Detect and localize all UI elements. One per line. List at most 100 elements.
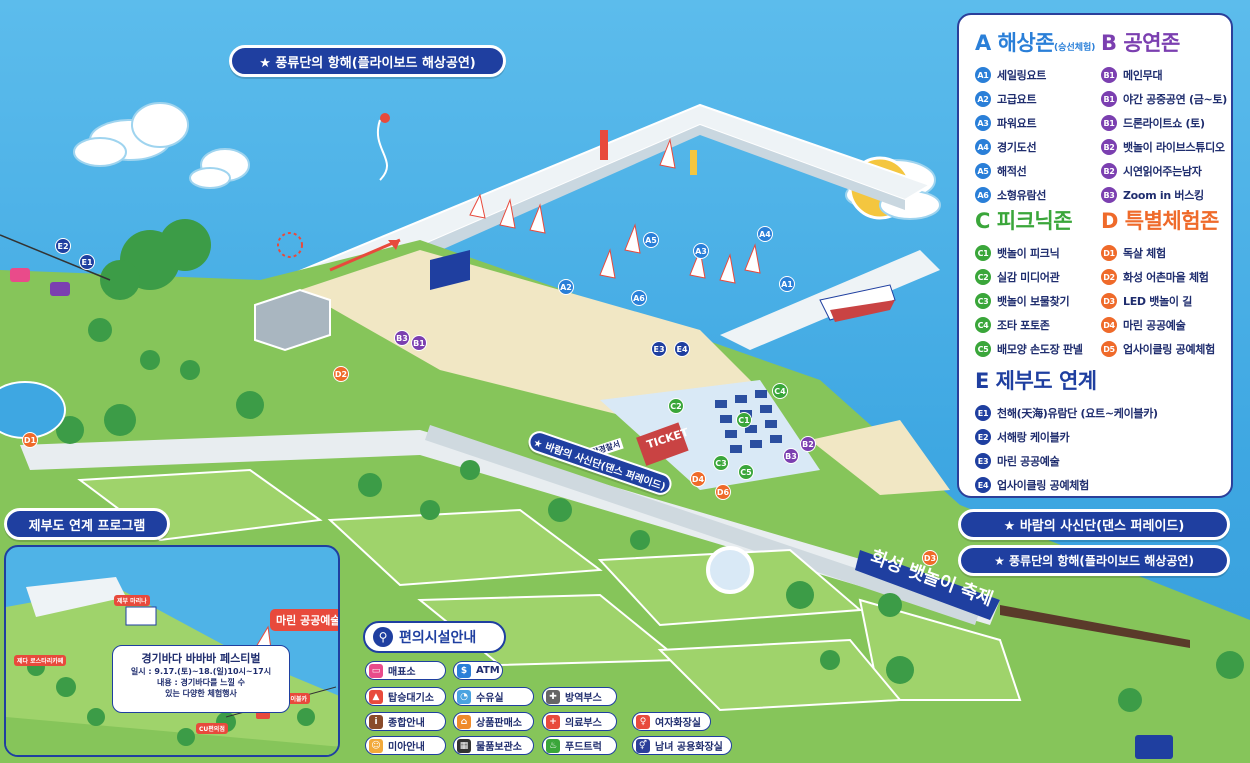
inset-event-date: 일시 : 9.17.(토)~18.(일)10시~17시 [130,667,272,676]
cable-car-tag: 케이블카 [282,693,311,704]
map-badge-D1: D1 [22,432,38,448]
map-badge-D4: D4 [690,471,706,487]
jebudo-inset-map: 제부 마리나 마린 공공예술 제다 로스타리카페 CU편의점 케이블카 경기바다… [4,545,340,757]
map-badge-A1: A1 [779,276,795,292]
rosterica-cafe-tag: 제다 로스타리카페 [14,655,67,666]
inset-event-desc1: 내용 : 경기바다를 느낄 수 [157,678,245,687]
facility-quarantine: ✚방역부스 [542,687,617,706]
map-badge-C4: C4 [772,383,788,399]
facility-medical: +의료부스 [542,712,617,731]
facility-atm: $ATM [453,661,503,680]
promenade-road [20,430,1000,625]
facility-nursing: ◔수유실 [453,687,534,706]
facilities-title: ⚲ 편의시설안내 [363,621,506,653]
cable-car [10,268,30,282]
jebu-marina-tag: 제부 마리나 [114,595,150,606]
boarding-icon: ▲ [369,689,383,704]
bus [1135,735,1173,759]
trees [56,219,1244,712]
facility-locker: ▦물품보관소 [453,736,534,755]
map-badge-B2: B2 [800,436,816,452]
inset-event-desc2: 있는 다양한 체험행사 [165,689,237,698]
facility-lost-child: ☺미아안내 [365,736,446,755]
dance-parade-banner: ★ 바람의 사신단(댄스 퍼레이드) [958,509,1230,540]
marina-public-art-tag: 마린 공공예술 [270,609,338,631]
map-badge-C1: C1 [736,412,752,428]
map-badge-D2: D2 [333,366,349,382]
jebudo-program-banner: 제부도 연계 프로그램 [4,508,170,540]
lost-child-icon: ☺ [369,738,383,753]
map-badge-A5: A5 [643,232,659,248]
cloud-small [189,148,250,189]
map-badge-A6: A6 [631,290,647,306]
facility-shop: ⌂상품판매소 [453,712,534,731]
facility-ticket: ▭매표소 [365,661,446,680]
facility-restroom: ⚥남녀 공용화장실 [632,736,732,755]
map-badge-C5: C5 [738,464,754,480]
zone-b-title: B 공연존 [1101,31,1180,55]
info-icon: i [369,714,383,729]
zone-a-title: A 해상존(승선체험) [975,31,1096,55]
map-badge-B3: B3 [394,330,410,346]
facility-women-restroom: ♀여자화장실 [632,712,711,731]
inset-event-card: 경기바다 바바바 페스티벌 일시 : 9.17.(토)~18.(일)10시~17… [112,645,290,713]
flyboard-banner-top: ★ 풍류단의 항해(플라이보드 해상공연) [229,45,506,77]
map-badge-C3: C3 [713,455,729,471]
map-badge-E4: E4 [674,341,690,357]
food-truck-icon: ♨ [546,738,560,753]
facility-boarding: ▲탑승대기소 [365,687,446,706]
cloud-left [73,102,189,167]
sailboats [469,138,761,284]
inset-event-title: 경기바다 바바바 페스티벌 [141,652,261,665]
map-badge-E1: E1 [79,254,95,270]
shop-icon: ⌂ [457,714,471,729]
location-pin-icon: ⚲ [373,627,393,647]
nursing-icon: ◔ [457,689,471,704]
map-badge-E2: E2 [55,238,71,254]
locker-icon: ▦ [457,738,471,753]
map-badge-A3: A3 [693,243,709,259]
map-badge-A4: A4 [757,226,773,242]
zone-c-title: C 피크닉존 [975,209,1073,233]
medical-icon: + [546,714,560,729]
women-restroom-icon: ♀ [636,714,650,729]
map-badge-E3: E3 [651,341,667,357]
zone-e-title: E 제부도 연계 [975,369,1097,393]
ticket-icon: ▭ [369,663,383,678]
map-badge-D3: D3 [922,550,938,566]
zone-d-title: D 특별체험존 [1101,209,1219,233]
map-badge-D6: D6 [715,484,731,500]
buildings [254,250,689,466]
